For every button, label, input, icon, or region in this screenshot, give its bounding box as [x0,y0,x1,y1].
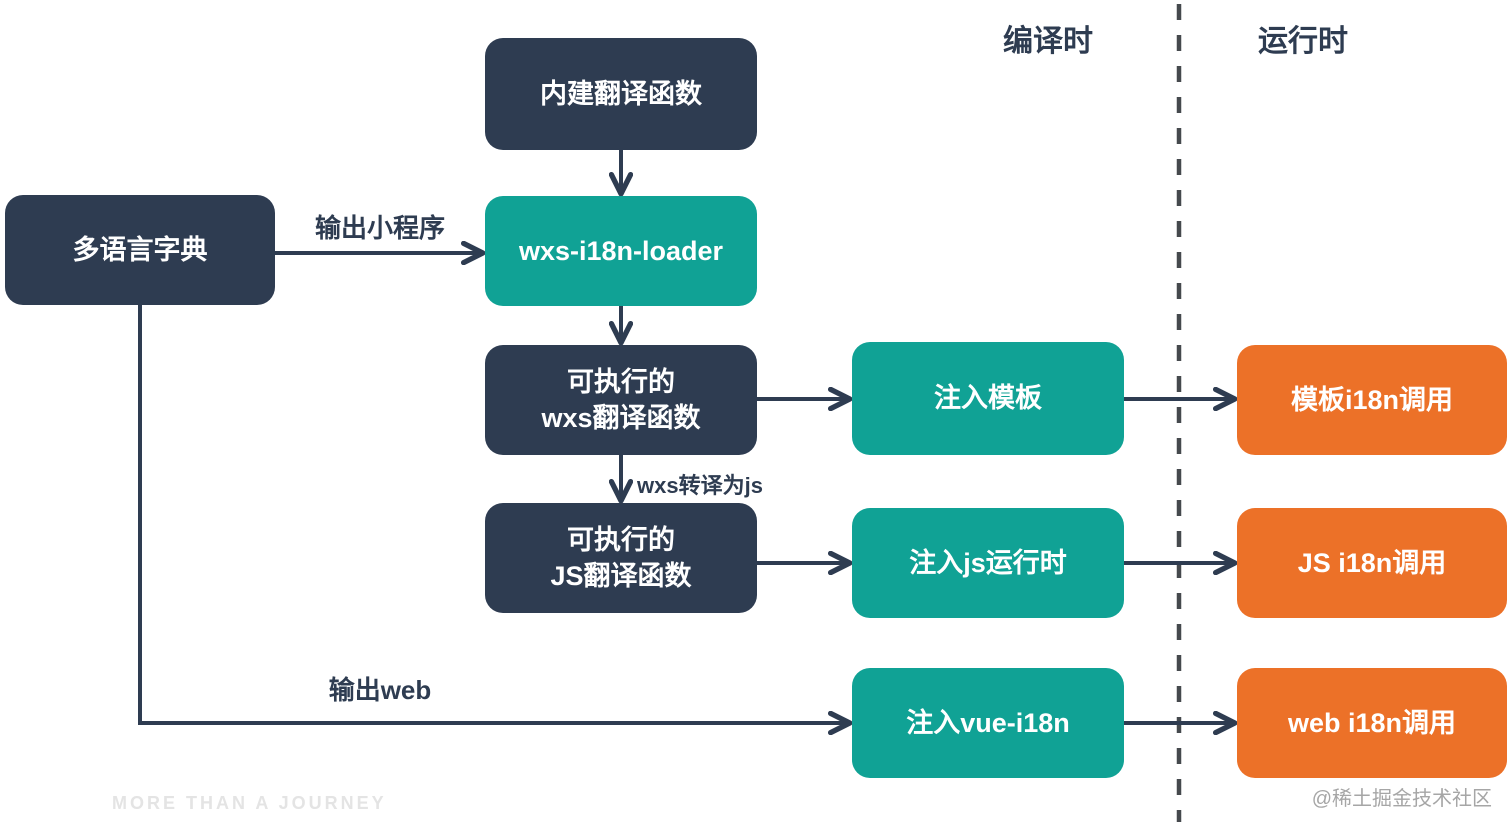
node-label: 注入js运行时 [909,547,1067,578]
node-label: 多语言字典 [72,234,208,265]
node-label-line2: JS翻译函数 [550,561,692,591]
node-web-i18n-call: web i18n调用 [1237,668,1507,778]
column-header-compile-time: 编译时 [1003,25,1093,58]
node-label: 内建翻译函数 [540,78,702,109]
node-template-i18n-call: 模板i18n调用 [1237,345,1507,455]
node-label: JS i18n调用 [1297,547,1447,578]
node-label: wxs-i18n-loader [518,235,724,266]
node-label: web i18n调用 [1287,707,1457,738]
node-label: 注入vue-i18n [906,707,1070,738]
node-executable-js-fn: 可执行的 JS翻译函数 [485,503,757,613]
node-label: 模板i18n调用 [1290,384,1454,415]
node-builtin-translate-fn: 内建翻译函数 [485,38,757,150]
node-label: 注入模板 [934,383,1042,414]
node-label-line2: wxs翻译函数 [541,403,701,433]
edge-label-output-miniprogram: 输出小程序 [314,213,445,243]
node-executable-wxs-fn: 可执行的 wxs翻译函数 [485,345,757,455]
node-multilang-dict: 多语言字典 [5,195,275,305]
watermark-more-than-a-journey: MORE THAN A JOURNEY [112,793,387,813]
watermark-juejin-community: @稀土掘金技术社区 [1311,788,1492,810]
node-label-line1: 可执行的 [567,366,675,397]
node-js-i18n-call: JS i18n调用 [1237,508,1507,618]
edge-label-output-web: 输出web [328,675,432,705]
node-label-line1: 可执行的 [567,524,675,555]
node-inject-template: 注入模板 [852,342,1124,455]
arrow-dict-to-inject-vue-i18n [138,305,845,723]
node-inject-vue-i18n: 注入vue-i18n [852,668,1124,778]
column-header-runtime: 运行时 [1258,25,1348,58]
edge-label-wxs-to-js: wxs转译为js [637,473,763,498]
node-wxs-i18n-loader: wxs-i18n-loader [485,196,757,306]
node-inject-js-runtime: 注入js运行时 [852,508,1124,618]
